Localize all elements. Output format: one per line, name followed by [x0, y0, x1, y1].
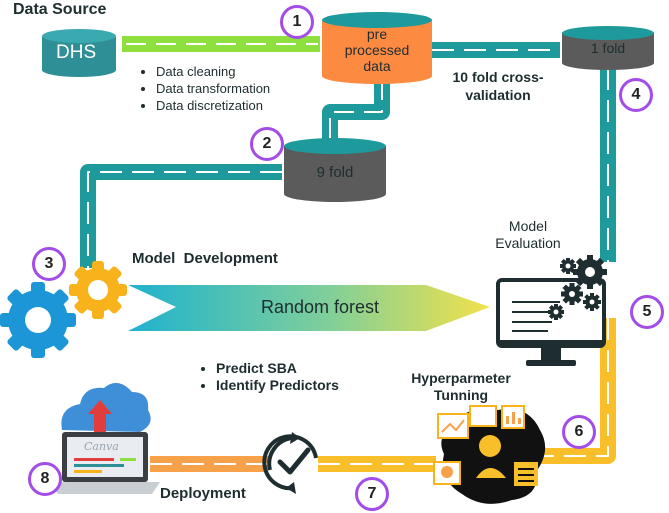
model-evaluation-line: Evaluation [495, 235, 561, 251]
small-yellow-gear-icon [69, 261, 127, 319]
step-badge-5: 5 [630, 295, 664, 329]
dhs-database-cylinder [42, 29, 116, 77]
step-badge-4: 4 [619, 78, 653, 112]
one-fold-label: 1 fold [590, 40, 626, 56]
preprocessed-label-line: processed [344, 42, 410, 58]
preprocessing-step: Data discretization [156, 97, 270, 114]
data-source-title: Data Source [13, 1, 107, 18]
preprocessing-step: Data transformation [156, 80, 270, 97]
preprocessed-data-label: pre processed data [322, 26, 432, 74]
preprocessed-data-cylinder [322, 12, 432, 84]
output-item: Identify Predictors [216, 377, 339, 394]
nine-fold-label: 9 fold [316, 164, 354, 181]
nine-fold-cylinder [284, 138, 386, 202]
checkmark-circle-icon [262, 432, 318, 494]
step-badge-1: 1 [280, 5, 314, 39]
model-evaluation-title: Model Evaluation [478, 218, 578, 252]
output-item: Predict SBA [216, 360, 339, 377]
preprocessed-label-line: data [363, 58, 391, 74]
step-badge-2: 2 [250, 127, 284, 161]
random-forest-arrow [128, 285, 490, 331]
preprocessed-label-line: pre [366, 26, 388, 42]
random-forest-label: Random forest [260, 297, 380, 317]
cross-validation-line: validation [465, 87, 531, 103]
connector-9fold-to-gear [80, 164, 282, 268]
hyperparameter-line: Tunning [433, 387, 489, 403]
hyperparameter-tuning-illustration [433, 405, 546, 504]
model-evaluation-line: Model [508, 218, 548, 234]
hyperparameter-tuning-title: Hyperparmeter Tunning [394, 370, 528, 404]
dhs-label: DHS [56, 42, 97, 63]
cross-validation-line: 10 fold cross- [452, 69, 544, 85]
one-fold-cylinder [562, 26, 654, 70]
connector-dhs-to-preprocessed [122, 36, 320, 52]
preprocessing-steps-list: Data cleaning Data transformation Data d… [140, 63, 270, 114]
step-badge-7: 7 [355, 477, 389, 511]
step-badge-8: 8 [28, 462, 62, 496]
connector-preprocessed-to-9fold [322, 80, 390, 140]
preprocessing-step: Data cleaning [156, 63, 270, 80]
hyperparameter-line: Hyperparmeter [411, 370, 511, 386]
laptop-brand-text: Canva [84, 440, 119, 453]
laptop-icon [50, 432, 160, 494]
step-badge-3: 3 [32, 247, 66, 281]
outputs-list: Predict SBA Identify Predictors [200, 360, 339, 394]
monitor-icon [496, 278, 606, 366]
cloud-upload-icon [61, 382, 151, 432]
cross-validation-label: 10 fold cross- validation [440, 68, 556, 104]
connector-evaluation-to-tuning [540, 318, 616, 464]
evaluation-gears-icon [548, 255, 607, 320]
model-development-title: Model Development [132, 250, 278, 267]
step-badge-6: 6 [562, 415, 596, 449]
deployment-title: Deployment [160, 485, 246, 502]
large-blue-gear-icon [0, 282, 76, 358]
